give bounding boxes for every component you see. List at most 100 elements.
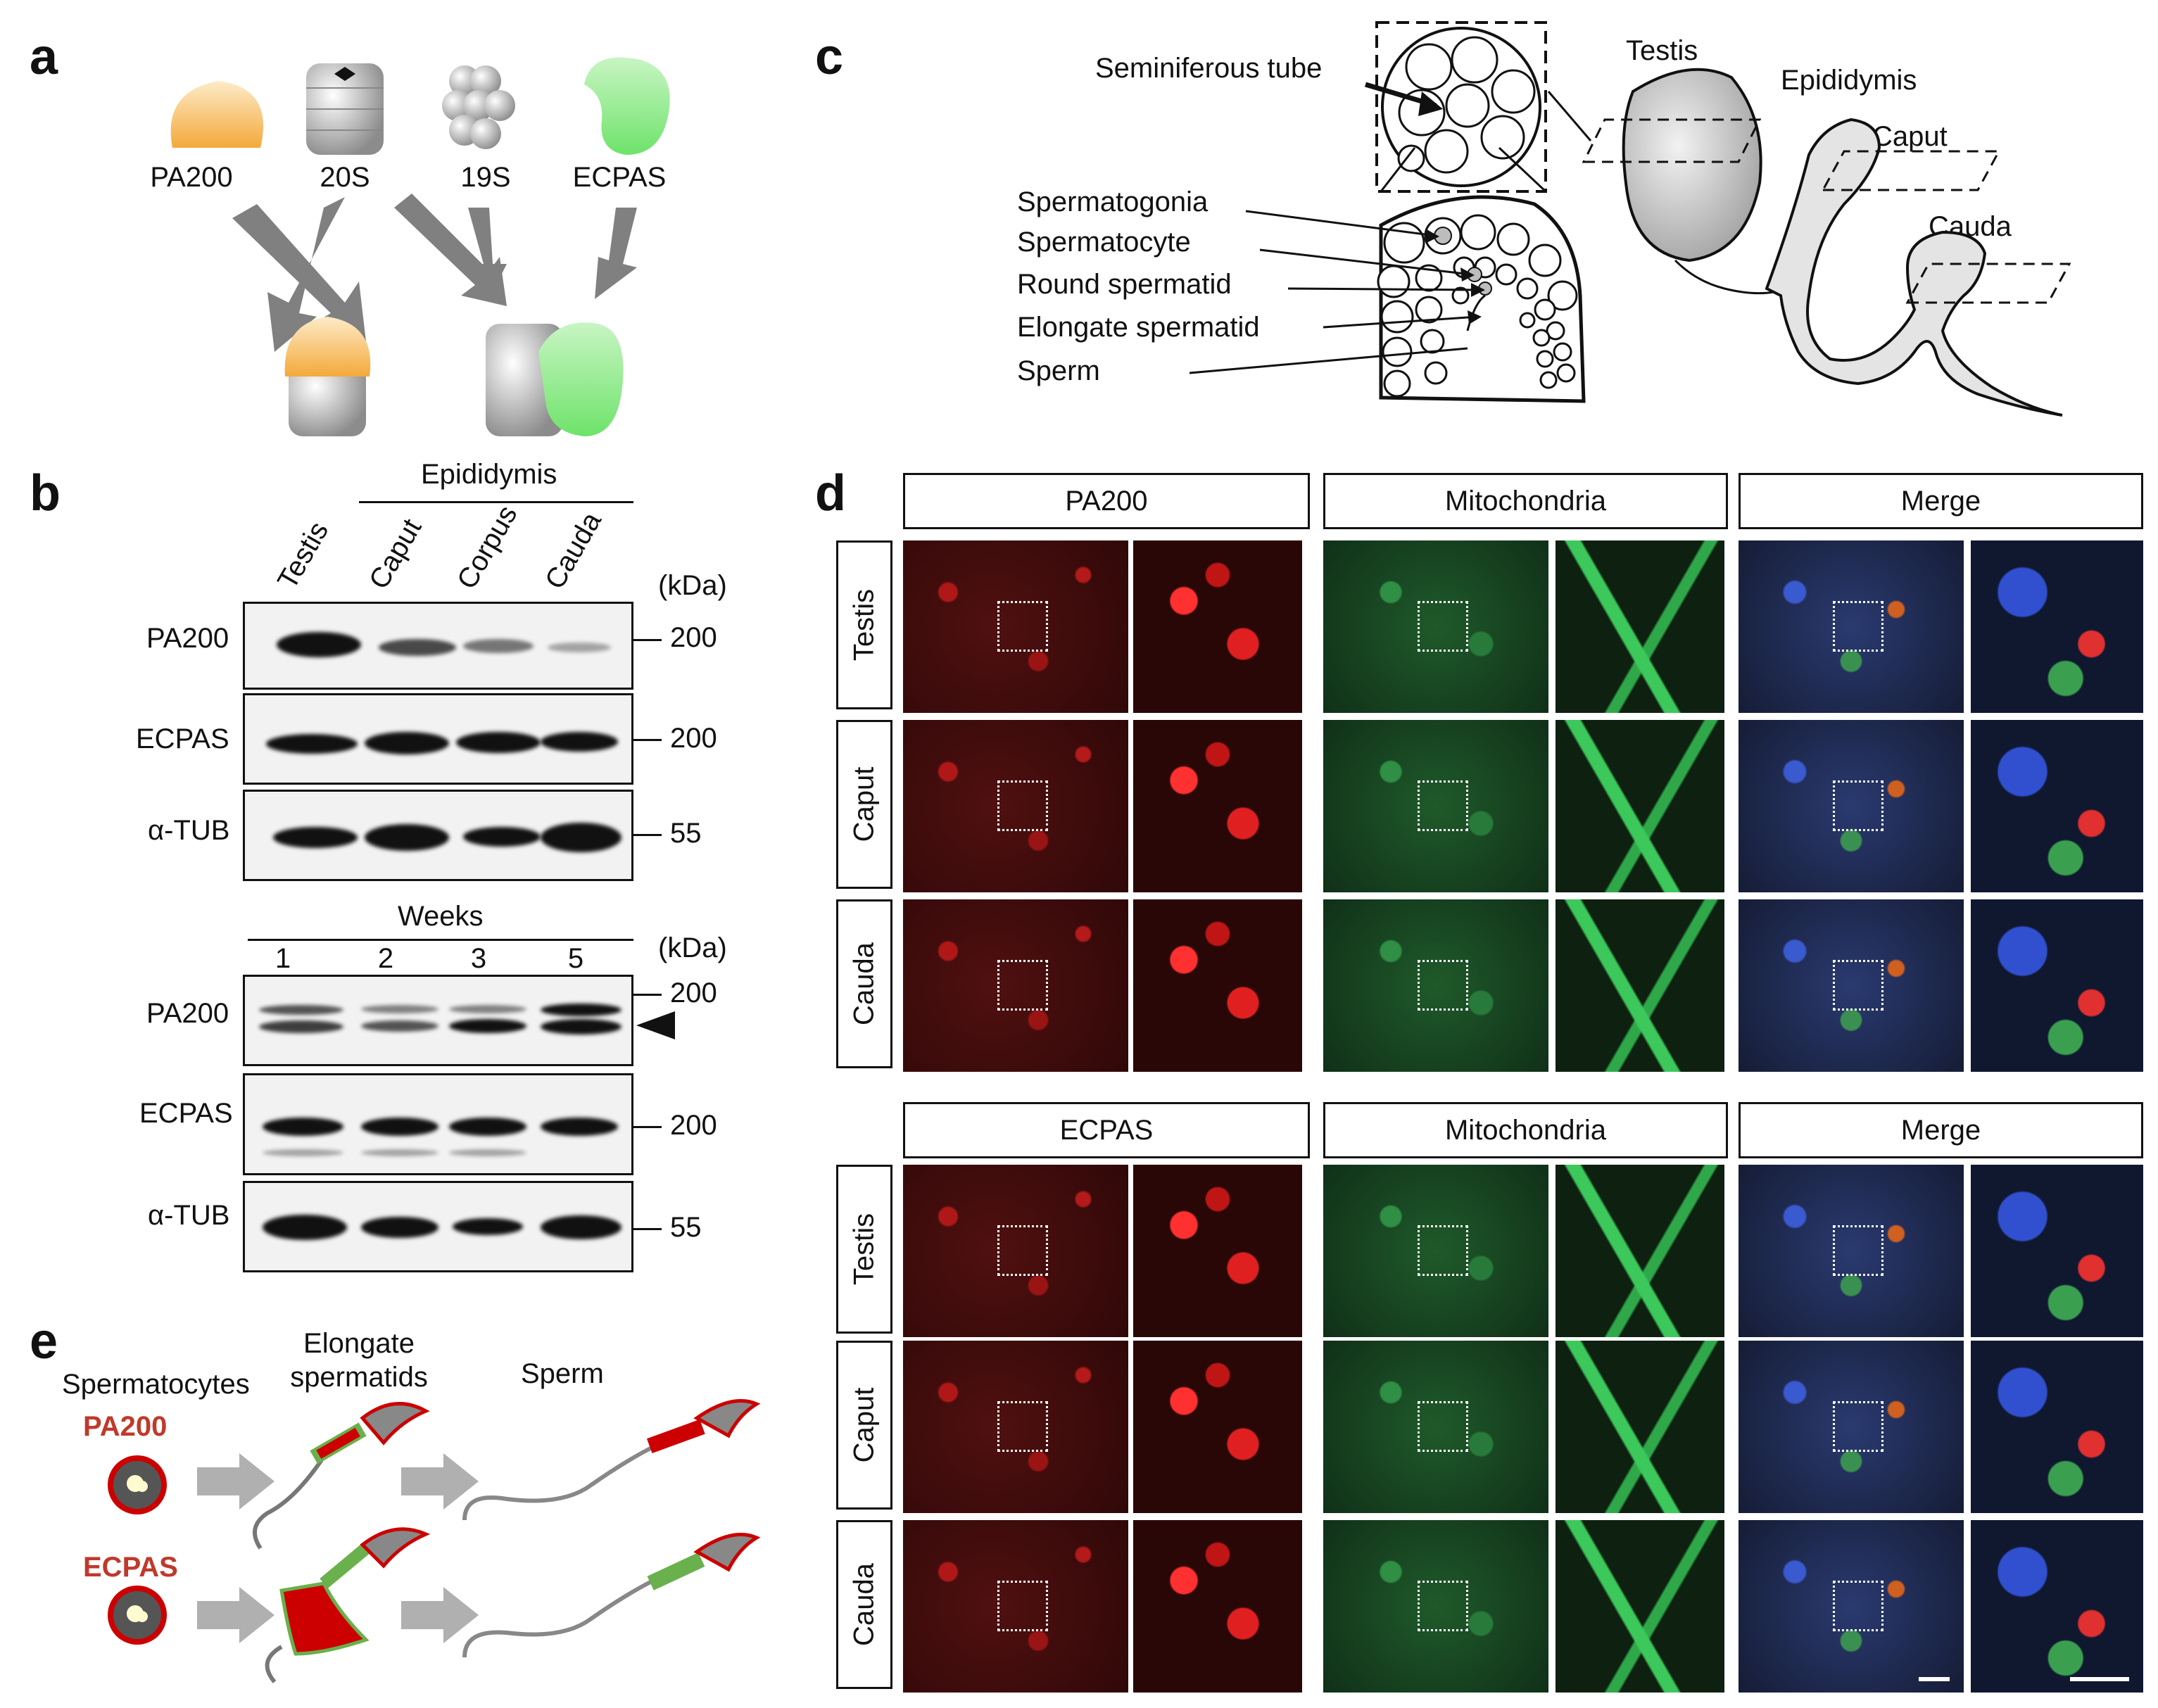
- row-label-caput: Caput: [836, 720, 892, 889]
- header-mitochondria: Mitochondria: [1323, 1102, 1728, 1158]
- stage-label: Elongate spermatids: [290, 1328, 428, 1393]
- kda-label: (kDa): [658, 932, 727, 963]
- micrograph-merge-caput: [1739, 720, 1964, 892]
- label-pa200: PA200: [150, 162, 233, 193]
- proteasome-schematic: [170, 57, 670, 436]
- protein-label-pa200: PA200: [83, 1411, 168, 1442]
- micrograph-red-caput: [903, 1341, 1128, 1513]
- elongate-spermatid-icon: [253, 1402, 430, 1550]
- epididymis-shape: [1765, 118, 2063, 417]
- zoom-region-box: [1833, 1580, 1884, 1631]
- blot-tub-weeks: [243, 1181, 633, 1272]
- zoom-region-box: [1833, 780, 1884, 831]
- label-caput: Caput: [1872, 121, 1948, 152]
- header-merge: Merge: [1739, 1102, 2143, 1158]
- row-label: ECPAS: [136, 723, 229, 754]
- zoom-region-box: [1833, 1400, 1884, 1452]
- blot-pa200-tissue: [243, 602, 633, 690]
- micrograph-merge-testis: [1739, 1165, 1964, 1337]
- micrograph-red-testis: [903, 1165, 1128, 1337]
- row-label-testis: Testis: [836, 540, 892, 709]
- zoom-micrograph-red-testis: [1133, 1165, 1302, 1337]
- spermatocyte-cell-icon: [108, 1455, 167, 1514]
- stage-label: Sperm: [521, 1358, 604, 1389]
- lane-label: 1: [275, 943, 291, 974]
- zoom-region-box: [1418, 959, 1469, 1011]
- zoom-micrograph-green-cauda: [1556, 899, 1724, 1072]
- zoom-region-box: [1833, 600, 1884, 652]
- zoom-region-box: [1418, 1400, 1469, 1452]
- kda-label: (kDa): [658, 570, 727, 601]
- label-19s: 19S: [460, 162, 511, 193]
- zoom-micrograph-green-testis: [1556, 540, 1724, 713]
- label-seminiferous-tube: Seminiferous tube: [1095, 53, 1323, 84]
- lane-label: Testis: [272, 516, 335, 595]
- zoom-micrograph-green-testis: [1556, 1165, 1724, 1337]
- micrograph-red-caput: [903, 720, 1128, 892]
- micrograph-green-cauda: [1323, 1520, 1548, 1693]
- micrograph-green-testis: [1323, 1165, 1548, 1337]
- panel-e-label: e: [30, 1313, 58, 1369]
- zoom-micrograph-green-cauda: [1556, 1520, 1724, 1693]
- lane-label: 2: [377, 943, 394, 974]
- micrograph-green-testis: [1323, 540, 1548, 713]
- arrow-icon: [197, 1453, 275, 1510]
- row-label: ECPAS: [139, 1098, 233, 1129]
- panel-c-label: c: [815, 29, 844, 85]
- row-label: α-TUB: [148, 1200, 230, 1231]
- zoom-micrograph-red-cauda: [1133, 1520, 1302, 1693]
- arrow-icon: [401, 1453, 479, 1510]
- testis-epididymis-diagram: [1189, 21, 2071, 417]
- micrograph-merge-cauda: [1739, 1520, 1964, 1693]
- panel-b-label: b: [30, 465, 61, 521]
- ecpas-icon: [584, 57, 670, 156]
- group-label-weeks: Weeks: [398, 901, 484, 932]
- label-cell: Spermatocyte: [1017, 227, 1191, 258]
- row-label-cauda: Cauda: [836, 1520, 892, 1689]
- micrograph-red-testis: [903, 540, 1128, 713]
- lane-label: Cauda: [539, 507, 608, 595]
- zoom-region-box: [997, 600, 1049, 652]
- marker-label: 55: [670, 818, 702, 849]
- zoom-micrograph-merge-cauda: [1971, 1520, 2143, 1693]
- group-line: [359, 501, 633, 503]
- zoom-micrograph-green-caput: [1556, 1341, 1724, 1513]
- zoom-micrograph-green-caput: [1556, 720, 1724, 892]
- marker-label: 200: [670, 978, 717, 1008]
- zoom-micrograph-red-testis: [1133, 540, 1302, 713]
- lane-label: Caput: [363, 514, 428, 595]
- arrow-icon: [232, 204, 366, 341]
- arrow-icon: [595, 208, 637, 299]
- row-label: PA200: [146, 998, 229, 1029]
- stage-label: Spermatocytes: [62, 1369, 250, 1400]
- label-testis: Testis: [1626, 35, 1698, 66]
- arrow-icon: [401, 1587, 479, 1643]
- core-20s-icon: [289, 359, 366, 436]
- zoom-region-box: [1418, 1580, 1469, 1631]
- label-epididymis: Epididymis: [1781, 65, 1917, 96]
- zoom-region-box: [997, 1225, 1049, 1276]
- micrograph-merge-caput: [1739, 1341, 1964, 1513]
- sperm-maturation-schematic: [108, 1399, 761, 1683]
- group-label-epididymis: Epididymis: [421, 459, 557, 490]
- row-label-cauda: Cauda: [836, 899, 892, 1068]
- testis-shape: [1622, 68, 1762, 262]
- zoom-region-box: [1418, 780, 1469, 831]
- pa200-icon: [170, 81, 263, 148]
- marker-label: 200: [670, 622, 717, 653]
- zoom-box: [1375, 21, 1547, 193]
- panel-a-label: a: [30, 29, 58, 85]
- zoom-micrograph-merge-caput: [1971, 1341, 2143, 1513]
- header-pa200: PA200: [903, 473, 1310, 529]
- elongate-spermatid-icon: [265, 1527, 431, 1683]
- header-merge: Merge: [1739, 473, 2143, 529]
- label-cell: Elongate spermatid: [1017, 312, 1260, 343]
- row-label: PA200: [146, 623, 229, 654]
- ecpas-icon: [538, 322, 624, 436]
- label-cell: Spermatogonia: [1017, 186, 1209, 217]
- row-label-testis: Testis: [836, 1165, 892, 1334]
- regulator-19s-icon: [442, 65, 515, 149]
- zoom-micrograph-red-cauda: [1133, 899, 1302, 1072]
- pa200-icon: [284, 317, 371, 377]
- micrograph-merge-testis: [1739, 540, 1964, 713]
